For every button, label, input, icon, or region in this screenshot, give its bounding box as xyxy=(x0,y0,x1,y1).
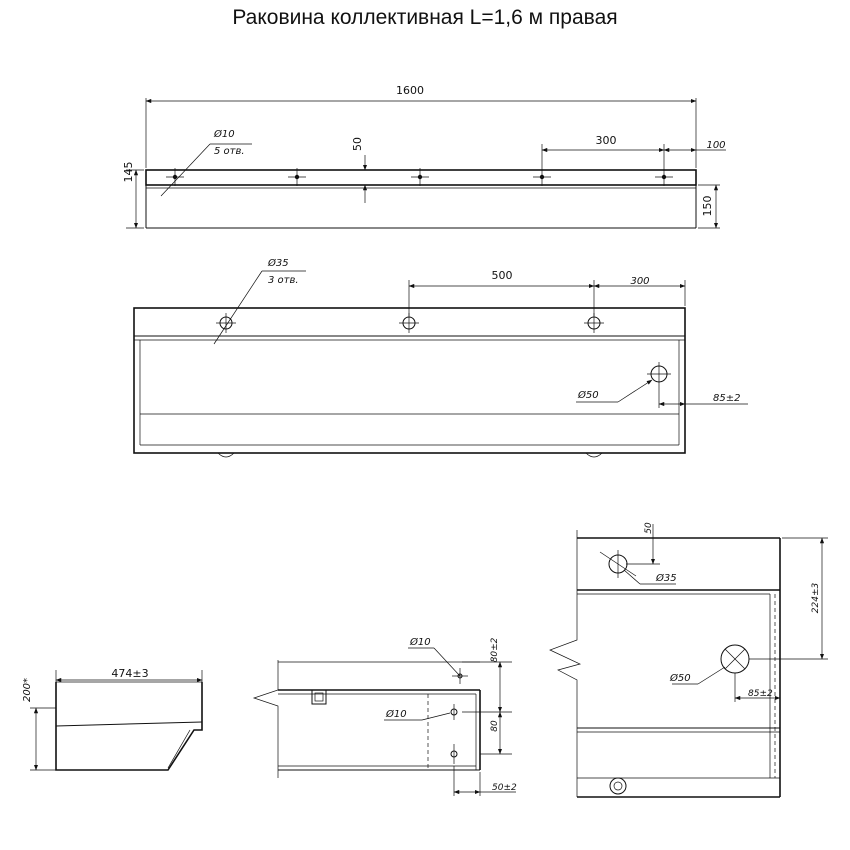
detail-b-drain-offset: 85±2 xyxy=(748,689,773,699)
side-width: 474±3 xyxy=(111,667,148,680)
drain-offset: 85±2 xyxy=(713,393,740,404)
detail-a-hole-mid: Ø10 xyxy=(385,708,407,720)
top-view: 1600 145 150 50 300 100 Ø10 5 отв. xyxy=(122,84,726,229)
detail-b: 50 Ø35 Ø50 85±2 224±3 xyxy=(549,522,828,798)
dim-spacing: 300 xyxy=(596,134,617,147)
mount-hole-mid xyxy=(450,704,458,720)
dim-50: 50 xyxy=(351,137,364,151)
detail-a-dim-50: 50±2 xyxy=(492,783,517,793)
drain-label: Ø50 xyxy=(577,389,599,401)
detail-a-dim-80-top: 80±2 xyxy=(490,637,500,662)
detail-a-dim-80: 80 xyxy=(490,720,500,732)
detail-b-dim-50: 50 xyxy=(644,522,654,534)
dim-depth: 150 xyxy=(701,196,714,217)
faucet-hole-label: Ø35 xyxy=(267,257,289,269)
detail-b-hole: Ø35 xyxy=(655,572,677,584)
detail-b-drain-label: Ø50 xyxy=(669,672,691,684)
dim-height: 145 xyxy=(122,162,135,183)
dim-edge: 100 xyxy=(706,140,725,151)
faucet-hole-count: 3 отв. xyxy=(268,275,299,286)
mounting-hole-marks xyxy=(166,168,673,186)
detail-b-dim-224: 224±3 xyxy=(811,583,821,614)
front-view: 500 300 Ø35 3 отв. Ø50 85±2 xyxy=(133,257,748,458)
mount-hole-low xyxy=(450,744,458,764)
drain-hole xyxy=(647,362,671,386)
dim-length: 1600 xyxy=(396,84,424,97)
side-height: 200* xyxy=(22,678,33,702)
detail-a-hole-top: Ø10 xyxy=(409,636,431,648)
drawing-title: Раковина коллективная L=1,6 м правая xyxy=(232,6,618,29)
detail-a: Ø10 Ø10 80±2 80 50±2 xyxy=(252,636,517,796)
dim-edge-300: 300 xyxy=(630,276,649,287)
hole-count-label: 5 отв. xyxy=(214,146,245,157)
detail-b-drain xyxy=(720,644,750,674)
dim-spacing-500: 500 xyxy=(492,269,513,282)
faucet-holes xyxy=(216,313,604,333)
side-view: 474±3 200* xyxy=(22,667,203,771)
hole-diameter-label: Ø10 xyxy=(213,128,235,140)
